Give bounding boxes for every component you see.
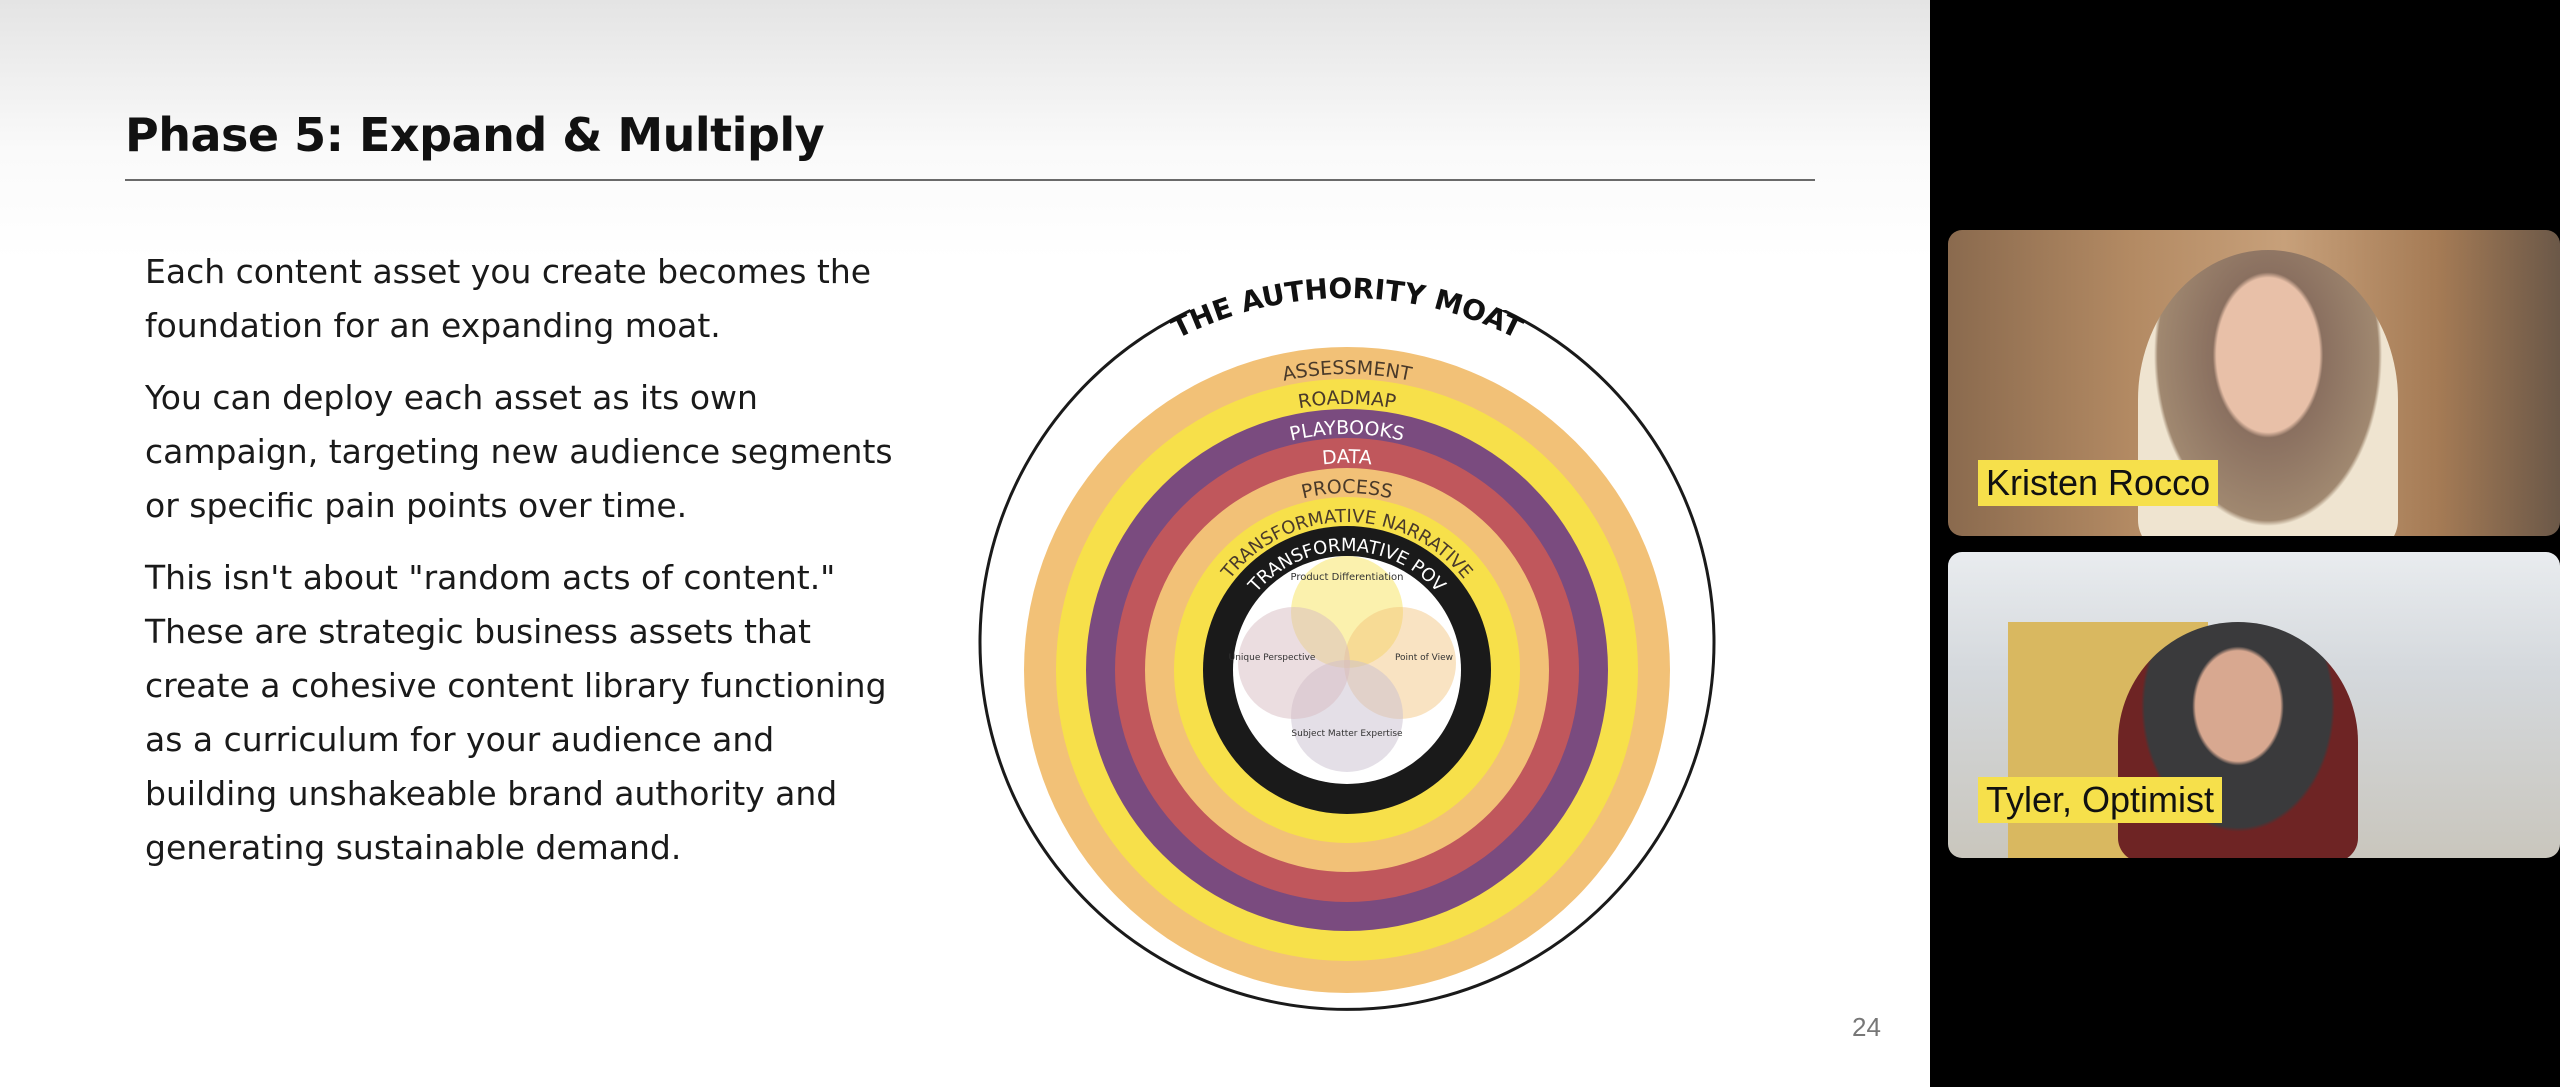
venn-circle-left xyxy=(1238,607,1350,719)
ring-label: DATA xyxy=(1321,446,1373,469)
venn-label: Subject Matter Expertise xyxy=(1291,729,1403,739)
participant-name-label: Tyler, Optimist xyxy=(1978,777,2223,823)
ring-label: ROADMAP xyxy=(1296,387,1397,413)
paragraph: Each content asset you create becomes th… xyxy=(145,252,872,345)
authority-moat-diagram: Product Differentiation Point of View Su… xyxy=(978,250,1716,1011)
participant-video-tile[interactable]: Tyler, Optimist xyxy=(1948,552,2560,858)
paragraph: This isn't about "random acts of content… xyxy=(145,558,887,867)
svg-text:DATA: DATA xyxy=(1321,446,1373,469)
participant-name-label: Kristen Rocco xyxy=(1978,460,2219,506)
participant-video-tile[interactable]: Kristen Rocco xyxy=(1948,230,2560,536)
slide-body: Each content asset you create becomes th… xyxy=(145,245,905,893)
venn-label: Unique Perspective xyxy=(1229,653,1316,663)
page-number: 24 xyxy=(1852,1012,1881,1042)
venn-label: Point of View xyxy=(1395,653,1453,663)
outer-ring-left xyxy=(978,302,1716,1011)
presentation-slide: Phase 5: Expand & Multiply Each content … xyxy=(0,0,1930,1087)
venn-label: Product Differentiation xyxy=(1290,572,1403,583)
slide-title: Phase 5: Expand & Multiply xyxy=(125,108,825,162)
title-divider xyxy=(125,179,1815,181)
svg-text:ROADMAP: ROADMAP xyxy=(1296,387,1397,413)
paragraph: You can deploy each asset as its own cam… xyxy=(145,378,893,525)
